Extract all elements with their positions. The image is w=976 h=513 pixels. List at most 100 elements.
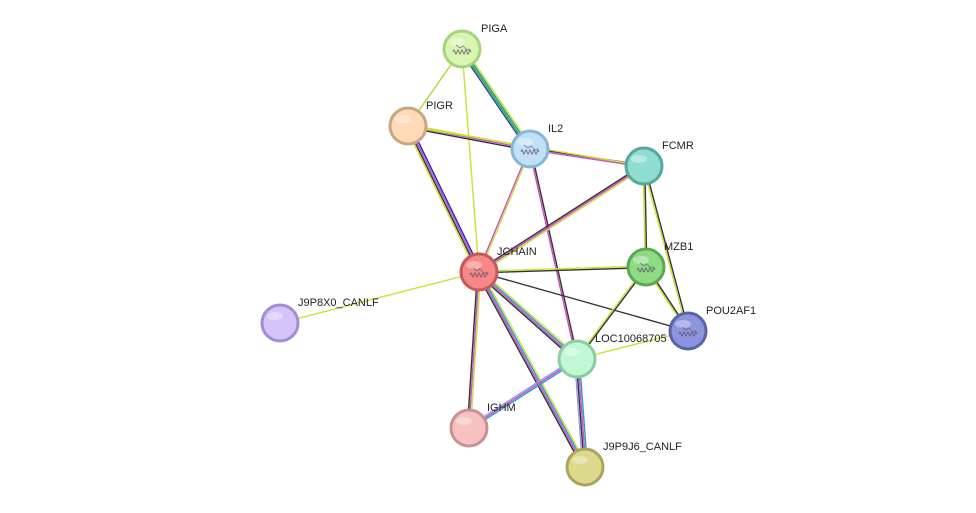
edge-jchain-mzb1[interactable] (478, 265, 647, 274)
edge-evidence-line (478, 271, 689, 332)
node-highlight (267, 312, 283, 320)
protein-structure-icon (678, 326, 698, 337)
edge-evidence-line (407, 126, 530, 152)
edge-evidence-line (466, 271, 479, 428)
node-circle (260, 303, 300, 343)
node-circle (510, 129, 550, 169)
edge-evidence-line (478, 272, 577, 361)
node-circle (388, 106, 428, 146)
edge-evidence-line (480, 270, 588, 467)
node-highlight (395, 115, 411, 123)
edge-evidence-line (644, 165, 690, 331)
edge-loc100687050-ighm[interactable] (467, 357, 579, 430)
edge-fcmr-pou2af1[interactable] (642, 165, 690, 332)
edge-evidence-line (279, 271, 480, 324)
edge-evidence-line (477, 164, 644, 272)
node-label-pou2af1: POU2AF1 (706, 305, 756, 317)
edge-evidence-line (477, 148, 530, 272)
node-label-j9p9j6-canlf: J9P9J6_CANLF (603, 441, 682, 453)
edge-evidence-line (478, 265, 646, 272)
protein-structure-icon (520, 144, 540, 155)
node-piga[interactable]: PIGA (442, 23, 508, 69)
edge-evidence-line (469, 272, 482, 429)
node-circle (626, 247, 666, 287)
node-highlight (517, 138, 533, 146)
node-circle (442, 29, 482, 69)
node-fcmr[interactable]: FCMR (624, 140, 694, 186)
node-highlight (466, 261, 482, 269)
protein-structure-icon (636, 262, 656, 273)
node-label-jchain: JCHAIN (497, 246, 537, 258)
node-ighm[interactable]: IGHM (449, 402, 516, 448)
node-label-loc100687050: LOC10068705 (595, 333, 667, 345)
edge-evidence-line (479, 271, 587, 467)
edge-jchain-pou2af1[interactable] (478, 271, 689, 332)
node-loc100687050[interactable]: LOC10068705 (557, 333, 667, 379)
edge-piga-il2[interactable] (459, 47, 533, 151)
node-circle (557, 339, 597, 379)
node-circle (459, 252, 499, 292)
edge-evidence-line (479, 166, 646, 274)
edge-evidence-line (530, 148, 579, 359)
edge-evidence-line (476, 273, 576, 362)
node-label-piga: PIGA (481, 23, 508, 35)
edge-jchain-j9p8x0-canlf[interactable] (279, 271, 480, 324)
edge-evidence-line (408, 125, 481, 272)
node-label-fcmr: FCMR (662, 140, 694, 152)
edge-fcmr-jchain[interactable] (477, 164, 646, 274)
edge-evidence-line (528, 149, 577, 360)
node-highlight (572, 456, 588, 464)
node-highlight (456, 417, 472, 425)
edge-il2-loc100687050[interactable] (528, 148, 579, 360)
edge-pigr-jchain[interactable] (405, 124, 482, 274)
node-pou2af1[interactable]: POU2AF1 (668, 305, 756, 351)
node-highlight (564, 348, 580, 356)
edge-evidence-line (479, 267, 647, 274)
node-il2[interactable]: IL2 (510, 123, 563, 169)
edge-evidence-line (479, 149, 532, 273)
edge-il2-jchain[interactable] (477, 148, 532, 273)
node-label-ighm: IGHM (487, 402, 516, 414)
edge-evidence-line (468, 358, 578, 429)
node-j9p8x0-canlf[interactable]: J9P8X0_CANLF (260, 297, 379, 343)
edge-evidence-line (642, 166, 688, 332)
node-highlight (633, 256, 649, 264)
edge-evidence-line (462, 48, 532, 149)
protein-structure-icon (452, 44, 472, 55)
edge-jchain-loc100687050[interactable] (476, 269, 580, 362)
edge-evidence-line (405, 126, 478, 274)
node-jchain[interactable]: JCHAIN (459, 246, 537, 292)
node-label-j9p8x0-canlf: J9P8X0_CANLF (298, 297, 379, 309)
edge-evidence-line (469, 359, 579, 430)
node-highlight (631, 155, 647, 163)
node-highlight (449, 38, 465, 46)
edge-evidence-line (476, 272, 584, 469)
node-circle (565, 447, 605, 487)
edge-evidence-line (459, 49, 529, 151)
node-j9p9j6-canlf[interactable]: J9P9J6_CANLF (565, 441, 682, 487)
edge-evidence-line (467, 357, 577, 428)
node-label-pigr: PIGR (426, 100, 453, 112)
node-circle (449, 408, 489, 448)
edge-evidence-line (479, 270, 578, 359)
node-mzb1[interactable]: MZB1 (626, 241, 693, 287)
edge-evidence-line (480, 269, 580, 358)
edge-evidence-line (463, 47, 533, 149)
node-circle (668, 311, 708, 351)
node-pigr[interactable]: PIGR (388, 100, 453, 146)
edge-evidence-line (478, 165, 645, 273)
node-label-mzb1: MZB1 (664, 241, 693, 253)
node-label-il2: IL2 (548, 123, 563, 135)
node-highlight (675, 320, 691, 328)
edge-jchain-j9p9j6-canlf[interactable] (476, 270, 588, 469)
edge-evidence-line (409, 124, 482, 272)
edge-evidence-line (477, 272, 585, 468)
edge-piga-jchain[interactable] (461, 48, 480, 273)
edge-evidence-line (460, 49, 530, 150)
edge-evidence-line (406, 126, 479, 273)
edge-evidence-line (468, 271, 480, 429)
edge-evidence-line (461, 48, 480, 273)
edge-jchain-ighm[interactable] (466, 271, 482, 429)
